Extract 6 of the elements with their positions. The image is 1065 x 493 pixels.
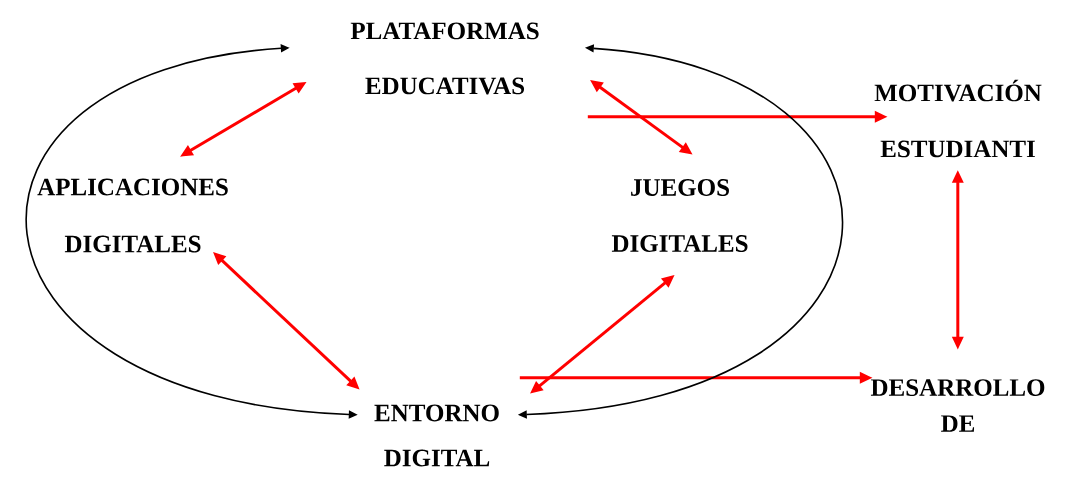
node-label: APLICACIONES DIGITALES xyxy=(37,178,228,253)
node-label: PLATAFORMAS EDUCATIVAS xyxy=(350,22,539,95)
node-label: JUEGOS DIGITALES xyxy=(611,179,748,252)
node-label: MOTIVACIÓN ESTUDIANTI xyxy=(874,79,1042,158)
node-label: DESARROLLO DE xyxy=(870,379,1045,432)
node-label: ENTORNO DIGITAL xyxy=(374,404,499,467)
